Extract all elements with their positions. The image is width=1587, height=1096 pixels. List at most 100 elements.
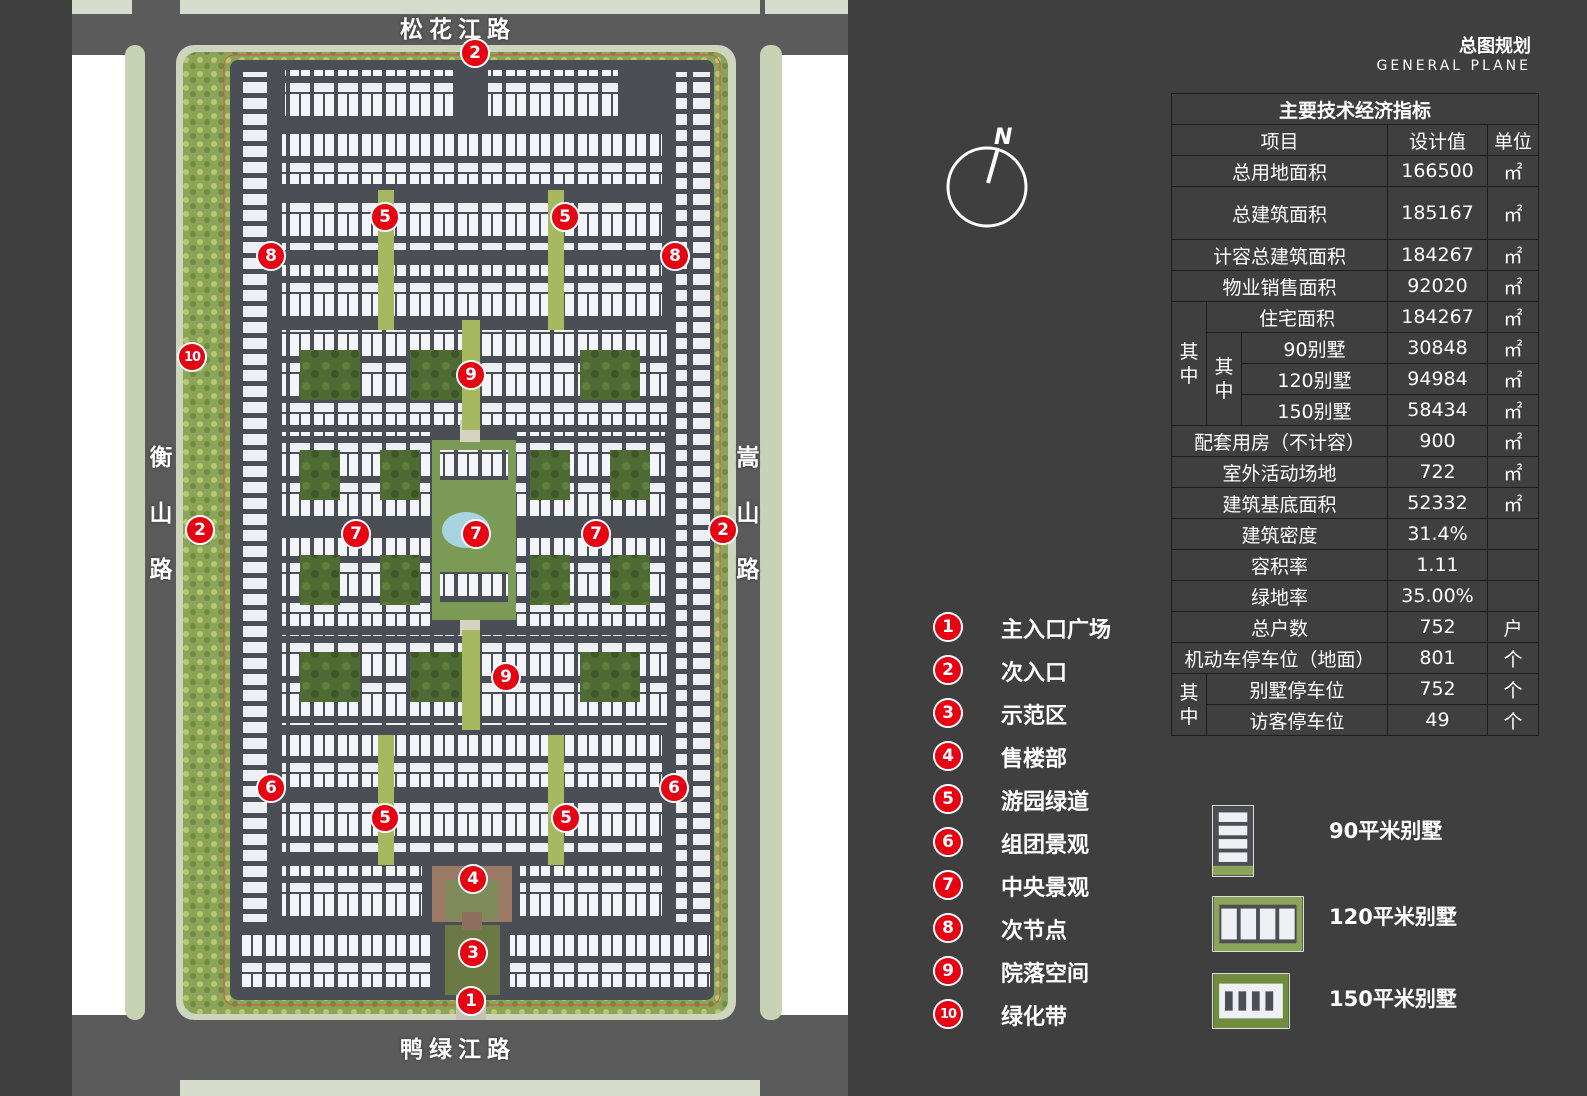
marker-secondary-entrance-west: 2 — [185, 515, 215, 545]
row-value: 31.4% — [1387, 518, 1488, 550]
legend-label: 组团景观 — [1001, 833, 1090, 858]
row-unit — [1487, 580, 1539, 612]
legend-marker: 7 — [933, 870, 963, 900]
road-label-north: 松花江路 — [400, 17, 516, 43]
villa-type-label: 90平米别墅 — [1329, 819, 1443, 843]
row-value: 58434 — [1387, 394, 1488, 426]
header-value: 设计值 — [1387, 124, 1488, 156]
row-value: 722 — [1387, 456, 1488, 488]
row-value: 801 — [1387, 642, 1488, 674]
legend-label: 主入口广场 — [1001, 618, 1112, 643]
legend-item: 4 售楼部 — [933, 741, 1193, 775]
row-item: 建筑基底面积 — [1171, 487, 1388, 519]
legend-marker: 5 — [933, 784, 963, 814]
row-item: 120别墅 — [1241, 363, 1388, 395]
row-item: 90别墅 — [1241, 332, 1388, 364]
row-unit: 户 — [1487, 611, 1539, 643]
road-label-west-text: 衡山路 — [149, 445, 173, 583]
legend-label: 售楼部 — [1001, 747, 1068, 772]
row-unit: 个 — [1487, 642, 1539, 674]
marker-courtyard-n: 9 — [456, 360, 486, 390]
site-plan-map — [72, 0, 848, 1096]
row-unit: ㎡ — [1487, 270, 1539, 302]
legend-item: 6 组团景观 — [933, 827, 1193, 861]
marker-garden-path-nw: 5 — [370, 202, 400, 232]
road-label-south: 鸭绿江路 — [400, 1037, 516, 1063]
road-label-east-text: 嵩山路 — [736, 445, 760, 583]
legend-label: 次节点 — [1001, 919, 1068, 944]
marker-sales-office: 4 — [458, 864, 488, 894]
legend-marker: 9 — [933, 956, 963, 986]
road-label-west: 衡山路 — [146, 430, 176, 598]
row-value: 900 — [1387, 425, 1488, 457]
row-item: 建筑密度 — [1171, 518, 1388, 550]
legend-label: 示范区 — [1001, 704, 1068, 729]
marker-central-landscape-w: 7 — [341, 519, 371, 549]
row-item: 访客停车位 — [1206, 704, 1388, 736]
road-label-east: 嵩山路 — [733, 430, 763, 598]
table-title: 主要技术经济指标 — [1171, 93, 1539, 125]
row-unit: ㎡ — [1487, 456, 1539, 488]
row-value: 166500 — [1387, 155, 1488, 187]
north-arrow-icon: N — [946, 125, 1028, 228]
legend-label: 中央景观 — [1001, 876, 1090, 901]
marker-sub-node-e: 8 — [660, 241, 690, 271]
legend-marker: 6 — [933, 827, 963, 857]
row-item: 总用地面积 — [1171, 155, 1388, 187]
row-unit — [1487, 549, 1539, 581]
row-value: 752 — [1387, 673, 1488, 705]
villa-type-label: 150平米别墅 — [1329, 987, 1457, 1011]
row-item: 绿地率 — [1171, 580, 1388, 612]
villa-120-swatch-icon — [1212, 896, 1304, 952]
legend-marker: 2 — [933, 655, 963, 685]
villa-type-label: 120平米别墅 — [1329, 905, 1457, 929]
row-item: 计容总建筑面积 — [1171, 239, 1388, 271]
legend-marker: 4 — [933, 741, 963, 771]
row-unit: ㎡ — [1487, 487, 1539, 519]
marker-garden-path-sw: 5 — [370, 803, 400, 833]
marker-demo-area: 3 — [458, 938, 488, 968]
row-item: 容积率 — [1171, 549, 1388, 581]
plan-title-en: GENERAL PLANE — [1376, 58, 1531, 74]
row-unit: ㎡ — [1487, 301, 1539, 333]
row-item: 住宅面积 — [1206, 301, 1388, 333]
legend-marker: 1 — [933, 612, 963, 642]
row-item: 总户数 — [1171, 611, 1388, 643]
row-unit: ㎡ — [1487, 239, 1539, 271]
marker-central-landscape-c: 7 — [461, 519, 491, 549]
group-label-inner: 其中 — [1206, 332, 1242, 426]
villa-90-swatch-icon — [1212, 805, 1254, 877]
row-item: 总建筑面积 — [1171, 186, 1388, 240]
row-item: 别墅停车位 — [1206, 673, 1388, 705]
row-unit: ㎡ — [1487, 155, 1539, 187]
row-value: 185167 — [1387, 186, 1488, 240]
marker-central-landscape-e: 7 — [581, 519, 611, 549]
header-unit: 单位 — [1487, 124, 1539, 156]
row-value: 92020 — [1387, 270, 1488, 302]
legend-label: 绿化带 — [1001, 1005, 1068, 1030]
row-value: 184267 — [1387, 239, 1488, 271]
legend-item: 7 中央景观 — [933, 870, 1193, 904]
legend-item: 1 主入口广场 — [933, 612, 1193, 646]
row-unit: ㎡ — [1487, 332, 1539, 364]
marker-courtyard-s: 9 — [491, 662, 521, 692]
row-value: 752 — [1387, 611, 1488, 643]
legend-label: 次入口 — [1001, 661, 1068, 686]
table-header-row: 项目 设计值 单位 — [1171, 124, 1539, 156]
marker-green-belt: 10 — [177, 342, 207, 372]
row-unit: ㎡ — [1487, 425, 1539, 457]
